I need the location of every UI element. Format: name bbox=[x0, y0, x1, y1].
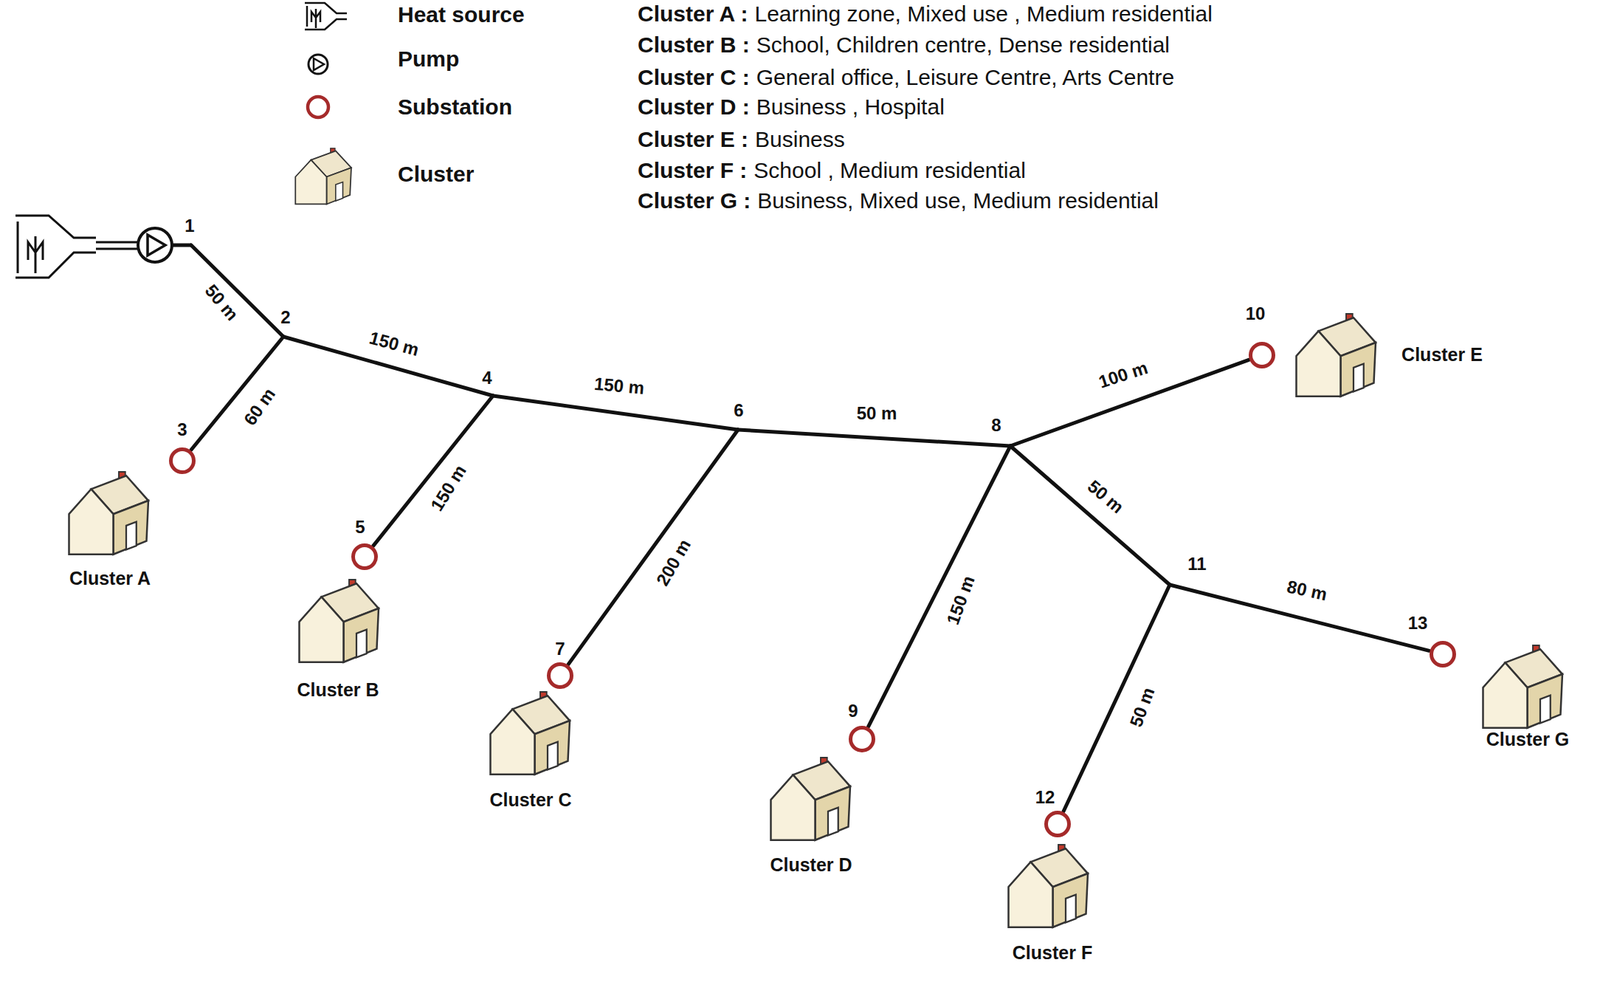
cluster-description-row: Cluster B :School, Children centre, Dens… bbox=[637, 32, 1170, 57]
node-number: 6 bbox=[733, 400, 744, 420]
substation-circle bbox=[847, 724, 877, 753]
cluster-description-row: Cluster G :Business, Mixed use, Medium r… bbox=[637, 188, 1159, 213]
pipe-length: 150 m bbox=[593, 374, 646, 398]
house-icon bbox=[1477, 635, 1570, 732]
heat-source-symbol bbox=[15, 215, 138, 278]
cluster-key: Cluster G : bbox=[637, 188, 751, 213]
pipe-connector bbox=[191, 336, 284, 450]
cluster-description-row: Cluster F :School , Medium residential bbox=[637, 157, 1026, 183]
substation-node: 7 bbox=[546, 661, 575, 690]
substation-circle bbox=[546, 661, 575, 690]
node-number: 3 bbox=[177, 419, 187, 440]
cluster-key: Cluster E : bbox=[637, 126, 749, 152]
cluster-description-row: Cluster E :Business bbox=[637, 126, 846, 152]
house-icon bbox=[293, 569, 386, 666]
cluster-key: Cluster F : bbox=[637, 157, 747, 183]
cluster-node: Cluster E bbox=[1290, 304, 1384, 400]
substation-circle bbox=[350, 542, 379, 571]
cluster-node: Cluster F bbox=[1002, 834, 1096, 931]
cluster-description: Business, Mixed use, Medium residential bbox=[757, 188, 1159, 213]
cluster-description: Business , Hospital bbox=[756, 94, 945, 119]
pipe-length: 80 m bbox=[1285, 576, 1330, 604]
pipe-connector bbox=[868, 445, 1011, 727]
cluster-description: Learning zone, Mixed use , Medium reside… bbox=[754, 1, 1212, 26]
cluster-description: School, Children centre, Dense residenti… bbox=[756, 32, 1170, 57]
pipe-connector bbox=[492, 395, 739, 430]
pipe-length: 150 m bbox=[943, 573, 979, 628]
substation-circle bbox=[1247, 340, 1277, 370]
cluster-description: Business bbox=[754, 126, 846, 152]
substation-node: 5 bbox=[350, 542, 379, 571]
cluster-key: Cluster A : bbox=[637, 1, 748, 26]
pipe-connector bbox=[1063, 584, 1170, 812]
substation-node: 3 bbox=[168, 446, 197, 475]
house-icon bbox=[1002, 834, 1096, 931]
house-icon bbox=[1290, 304, 1384, 400]
node-number: 5 bbox=[354, 517, 365, 537]
cluster-label: Cluster D bbox=[769, 854, 852, 876]
cluster-key: Cluster B : bbox=[637, 32, 750, 57]
pump-symbol bbox=[138, 228, 192, 262]
pipe-length: 50 m bbox=[1126, 684, 1159, 730]
substation-node: 9 bbox=[847, 724, 877, 753]
cluster-node: Cluster D bbox=[765, 747, 858, 844]
house-icon bbox=[63, 461, 156, 558]
pipe-length: 200 m bbox=[653, 535, 696, 589]
substation-node: 10 bbox=[1247, 340, 1277, 370]
cluster-node: Cluster C bbox=[484, 681, 578, 778]
pipe-length: 100 m bbox=[1096, 357, 1151, 392]
house-icon bbox=[765, 747, 858, 844]
node-number: 1 bbox=[184, 216, 195, 236]
node-number: 4 bbox=[481, 368, 492, 388]
node-number: 10 bbox=[1245, 304, 1266, 324]
cluster-label: Cluster E bbox=[1401, 344, 1483, 366]
cluster-description-row: Cluster D :Business , Hospital bbox=[637, 94, 945, 119]
substation-node: 13 bbox=[1428, 639, 1457, 668]
node-number: 7 bbox=[554, 639, 565, 659]
legend-substation-icon bbox=[307, 96, 329, 118]
substation-circle bbox=[1043, 809, 1072, 838]
cluster-node: Cluster G bbox=[1477, 635, 1570, 732]
cluster-description: School , Medium residential bbox=[753, 157, 1026, 183]
pipe-length: 60 m bbox=[240, 384, 280, 429]
node-number: 9 bbox=[847, 701, 858, 721]
node-number: 2 bbox=[280, 307, 291, 327]
substation-circle bbox=[168, 446, 197, 475]
cluster-key: Cluster D : bbox=[637, 94, 750, 119]
cluster-description-row: Cluster A :Learning zone, Mixed use , Me… bbox=[637, 1, 1213, 26]
pipe-connector bbox=[738, 429, 1011, 446]
legend-pump-icon bbox=[308, 54, 328, 74]
cluster-label: Cluster G bbox=[1486, 729, 1570, 750]
cluster-node: Cluster A bbox=[63, 461, 156, 558]
legend-text: Pump bbox=[397, 46, 460, 71]
cluster-description-row: Cluster C :General office, Leisure Centr… bbox=[637, 64, 1175, 90]
node-number: 13 bbox=[1408, 613, 1429, 633]
pipe-length: 50 m bbox=[1084, 476, 1128, 517]
cluster-label: Cluster B bbox=[296, 679, 379, 701]
house-icon bbox=[484, 681, 578, 778]
node-number: 12 bbox=[1035, 787, 1056, 807]
legend-heat-source-icon bbox=[304, 2, 347, 30]
legend-text: Cluster bbox=[397, 161, 474, 186]
cluster-label: Cluster F bbox=[1012, 942, 1093, 964]
legend-text: Substation bbox=[397, 94, 513, 119]
pipe-connector bbox=[373, 395, 493, 546]
cluster-key: Cluster C : bbox=[637, 64, 750, 90]
pipe-length: 50 m bbox=[856, 403, 898, 423]
node-number: 8 bbox=[991, 415, 1001, 435]
pipe-connector bbox=[191, 245, 284, 337]
substation-circle bbox=[1428, 639, 1457, 668]
cluster-label: Cluster C bbox=[489, 789, 572, 811]
pipe-connector bbox=[1010, 445, 1170, 585]
cluster-node: Cluster B bbox=[293, 569, 386, 666]
node-number: 11 bbox=[1187, 554, 1206, 574]
substation-node: 12 bbox=[1043, 809, 1072, 838]
cluster-label: Cluster A bbox=[69, 568, 151, 589]
pipe-length: 150 m bbox=[367, 327, 422, 360]
pipe-connector bbox=[568, 429, 739, 665]
legend-cluster-icon bbox=[295, 148, 352, 205]
cluster-description: General office, Leisure Centre, Arts Cen… bbox=[756, 64, 1175, 90]
legend-text: Heat source bbox=[397, 2, 525, 27]
